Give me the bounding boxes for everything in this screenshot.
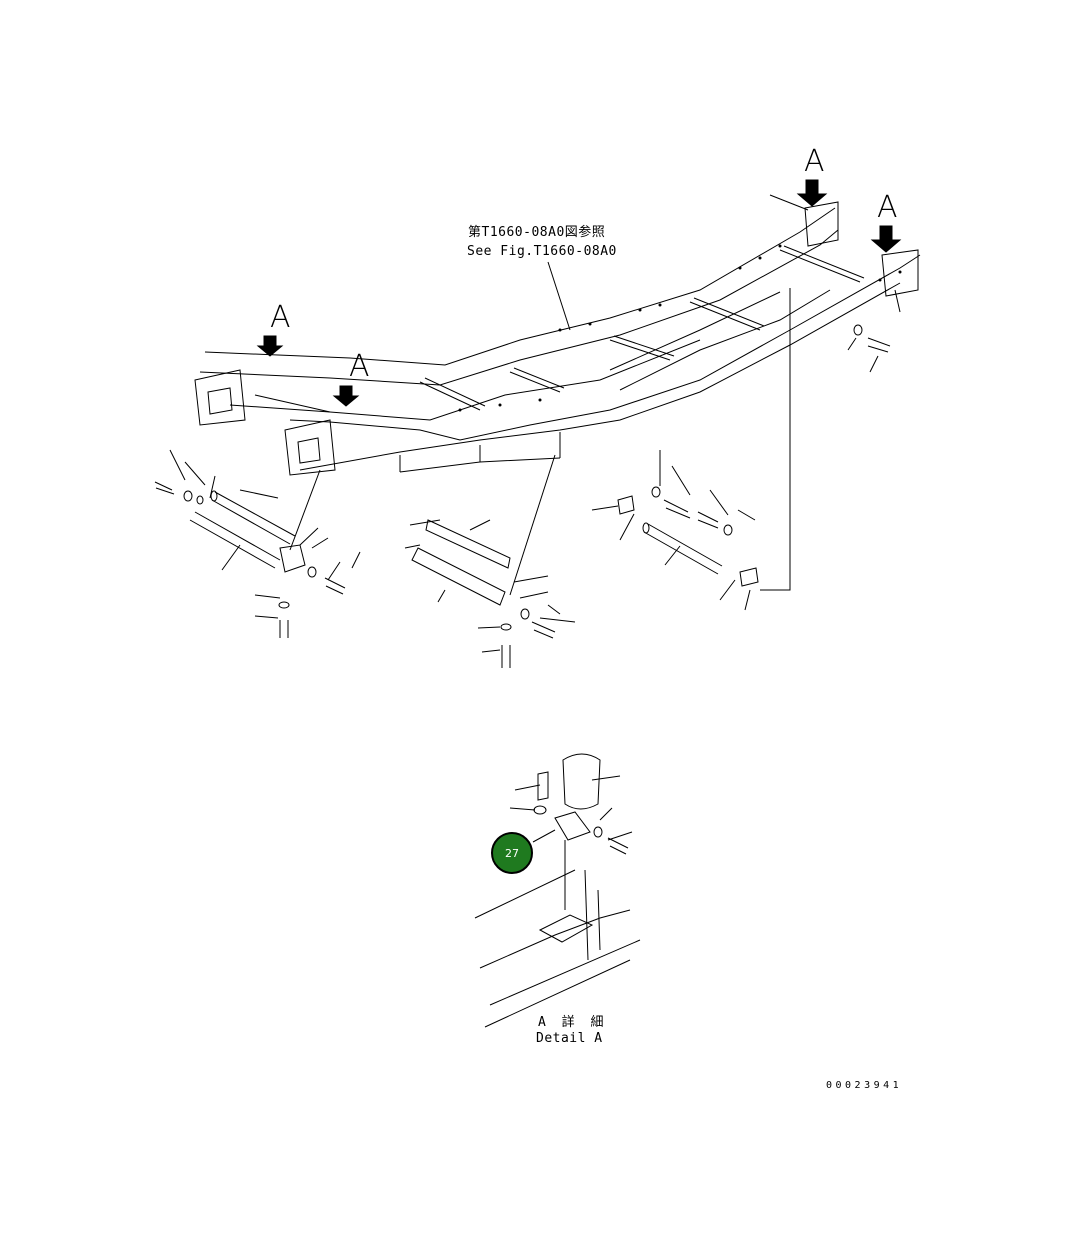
leader-lines — [289, 194, 901, 596]
detail-a-view — [474, 753, 641, 1028]
frame-holes — [458, 244, 902, 412]
left-pin-group — [154, 449, 361, 638]
frame-brackets — [194, 201, 919, 476]
reference-label-jp: 第T1660-08A0図参照 — [468, 225, 606, 240]
right-pin-group — [591, 450, 759, 611]
part-number: 27 — [505, 846, 519, 860]
reference-leader — [547, 261, 571, 331]
view-label-a: A — [349, 349, 370, 384]
view-label-a: A — [270, 300, 291, 335]
view-label-a: A — [877, 190, 898, 225]
right-bolt — [847, 324, 891, 373]
detail-label-en: Detail A — [536, 1031, 603, 1046]
cross-members — [254, 245, 865, 413]
part-callout-27[interactable]: 27 — [491, 832, 533, 874]
view-label-a: A — [804, 144, 825, 179]
frame-left-rail — [199, 207, 921, 473]
drawing-code: 00023941 — [826, 1080, 903, 1091]
reference-label-en: See Fig.T1660-08A0 — [467, 244, 617, 259]
view-arrows — [256, 179, 902, 407]
detail-label-jp: A 詳 細 — [538, 1015, 608, 1030]
center-plate-group — [404, 519, 576, 668]
